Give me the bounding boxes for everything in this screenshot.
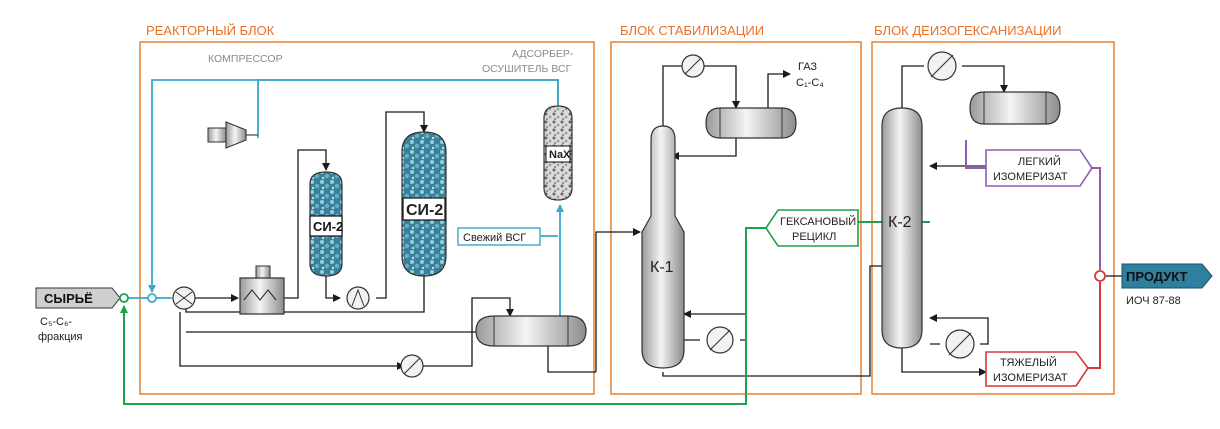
compressor-label: КОМПРЕССОР — [208, 53, 283, 65]
product-tag: ПРОДУКТ — [1121, 263, 1213, 289]
gas-subtitle: C₁-C₄ — [796, 77, 824, 89]
product-junction — [1094, 270, 1106, 282]
product-subtitle: ИОЧ 87-88 — [1126, 295, 1181, 307]
reactor1-to-cooler-line — [325, 276, 341, 302]
k1-reflux-line — [671, 138, 737, 160]
k2-reboiler-line — [930, 318, 989, 345]
k2-condenser-line — [962, 65, 1008, 93]
k2-reboiler-icon — [945, 329, 975, 359]
k2-bottom-line — [901, 344, 987, 376]
effluent-cooler-icon — [400, 354, 424, 378]
deisohexanization-block-title: БЛОК ДЕИЗОГЕКСАНИЗАЦИИ — [874, 23, 1061, 38]
reactor-1-label: СИ-2 — [313, 219, 343, 234]
k2-condenser-icon — [927, 51, 957, 81]
light-isomerate-line — [965, 140, 1101, 270]
k1-condenser-line — [704, 65, 740, 109]
column-k1: К-1 — [641, 125, 685, 369]
gas-label: ГАЗ — [798, 61, 817, 73]
hexane-recycle-tag: ГЕКСАНОВЫЙ РЕЦИКЛ — [765, 209, 859, 247]
light-isomerate-tag: ЛЕГКИЙ ИЗОМЕРИЗАТ — [985, 149, 1093, 187]
gas-out-line — [767, 70, 791, 108]
fresh-gas-tag: Свежий ВСГ — [457, 227, 541, 246]
adsorber-nax-label: NaX — [549, 149, 571, 161]
light-isomerate-label-2: ИЗОМЕРИЗАТ — [993, 171, 1068, 183]
k1-feed-line — [595, 228, 641, 372]
interstage-cooler-icon — [346, 286, 370, 310]
hexane-recycle-line — [120, 227, 766, 405]
k1-overhead-line — [662, 65, 682, 128]
adsorber-label-2: ОСУШИТЕЛЬ ВСГ — [482, 63, 572, 75]
feed-subtitle-2: фракция — [38, 331, 83, 343]
product-label: ПРОДУКТ — [1126, 269, 1188, 284]
heavy-isomerate-label-1: ТЯЖЕЛЫЙ — [1000, 356, 1057, 369]
separator-vessel — [475, 315, 587, 347]
reactor-block-title: РЕАКТОРНЫЙ БЛОК — [146, 23, 275, 38]
hexane-recycle-label-1: ГЕКСАНОВЫЙ — [780, 215, 856, 228]
reactor2-to-exchanger-line — [185, 272, 425, 313]
feed-junction — [119, 293, 129, 303]
feed-tag: СЫРЬЁ — [35, 287, 121, 309]
reactor-1: СИ-2 — [309, 171, 343, 277]
adsorber-label-1: АДСОРБЕР- — [512, 48, 574, 60]
hydrogen-to-mixer-line — [148, 79, 559, 293]
hydrogen-junction — [147, 293, 157, 303]
k1-bottom-line — [662, 262, 901, 377]
reactor-block-frame — [139, 41, 595, 395]
cooler-to-reactor2-line — [376, 111, 428, 299]
feed-subtitle-1: C₅-C₆- — [40, 316, 72, 328]
reactor-2: СИ-2 — [401, 131, 447, 277]
hexane-recycle-label-2: РЕЦИКЛ — [792, 231, 836, 243]
column-k1-label: К-1 — [650, 259, 674, 276]
heavy-isomerate-tag: ТЯЖЕЛЫЙ ИЗОМЕРИЗАТ — [985, 351, 1089, 387]
fresh-gas-label: Свежий ВСГ — [463, 232, 526, 244]
heater-to-reactor1-line — [284, 149, 330, 299]
stabilization-block-frame — [610, 41, 862, 395]
k2-overhead-line — [901, 65, 924, 110]
furnace-icon — [239, 265, 285, 315]
cooler-to-separator-line — [420, 297, 514, 367]
feed-label: СЫРЬЁ — [44, 291, 93, 306]
reactor-2-label: СИ-2 — [406, 202, 443, 219]
exchanger-to-cooler-line — [179, 312, 405, 370]
heat-exchanger-icon — [172, 286, 196, 310]
k1-reboiler-icon — [706, 326, 734, 354]
stabilization-block-title: БЛОК СТАБИЛИЗАЦИИ — [620, 23, 764, 38]
light-isomerate-label-1: ЛЕГКИЙ — [1018, 155, 1061, 168]
k1-condenser-icon — [681, 54, 705, 78]
heavy-isomerate-label-2: ИЗОМЕРИЗАТ — [993, 372, 1068, 384]
deisohexanization-block-frame — [871, 41, 1115, 395]
compressor-icon — [207, 121, 258, 149]
column-k2-label: К-2 — [888, 214, 912, 231]
hydrogen-recycle-line — [257, 79, 559, 138]
adsorber-nax: NaX — [543, 105, 573, 201]
heavy-isomerate-line — [1088, 282, 1101, 369]
column-k2: К-2 — [881, 107, 923, 349]
separator-to-k1-line — [547, 346, 596, 373]
